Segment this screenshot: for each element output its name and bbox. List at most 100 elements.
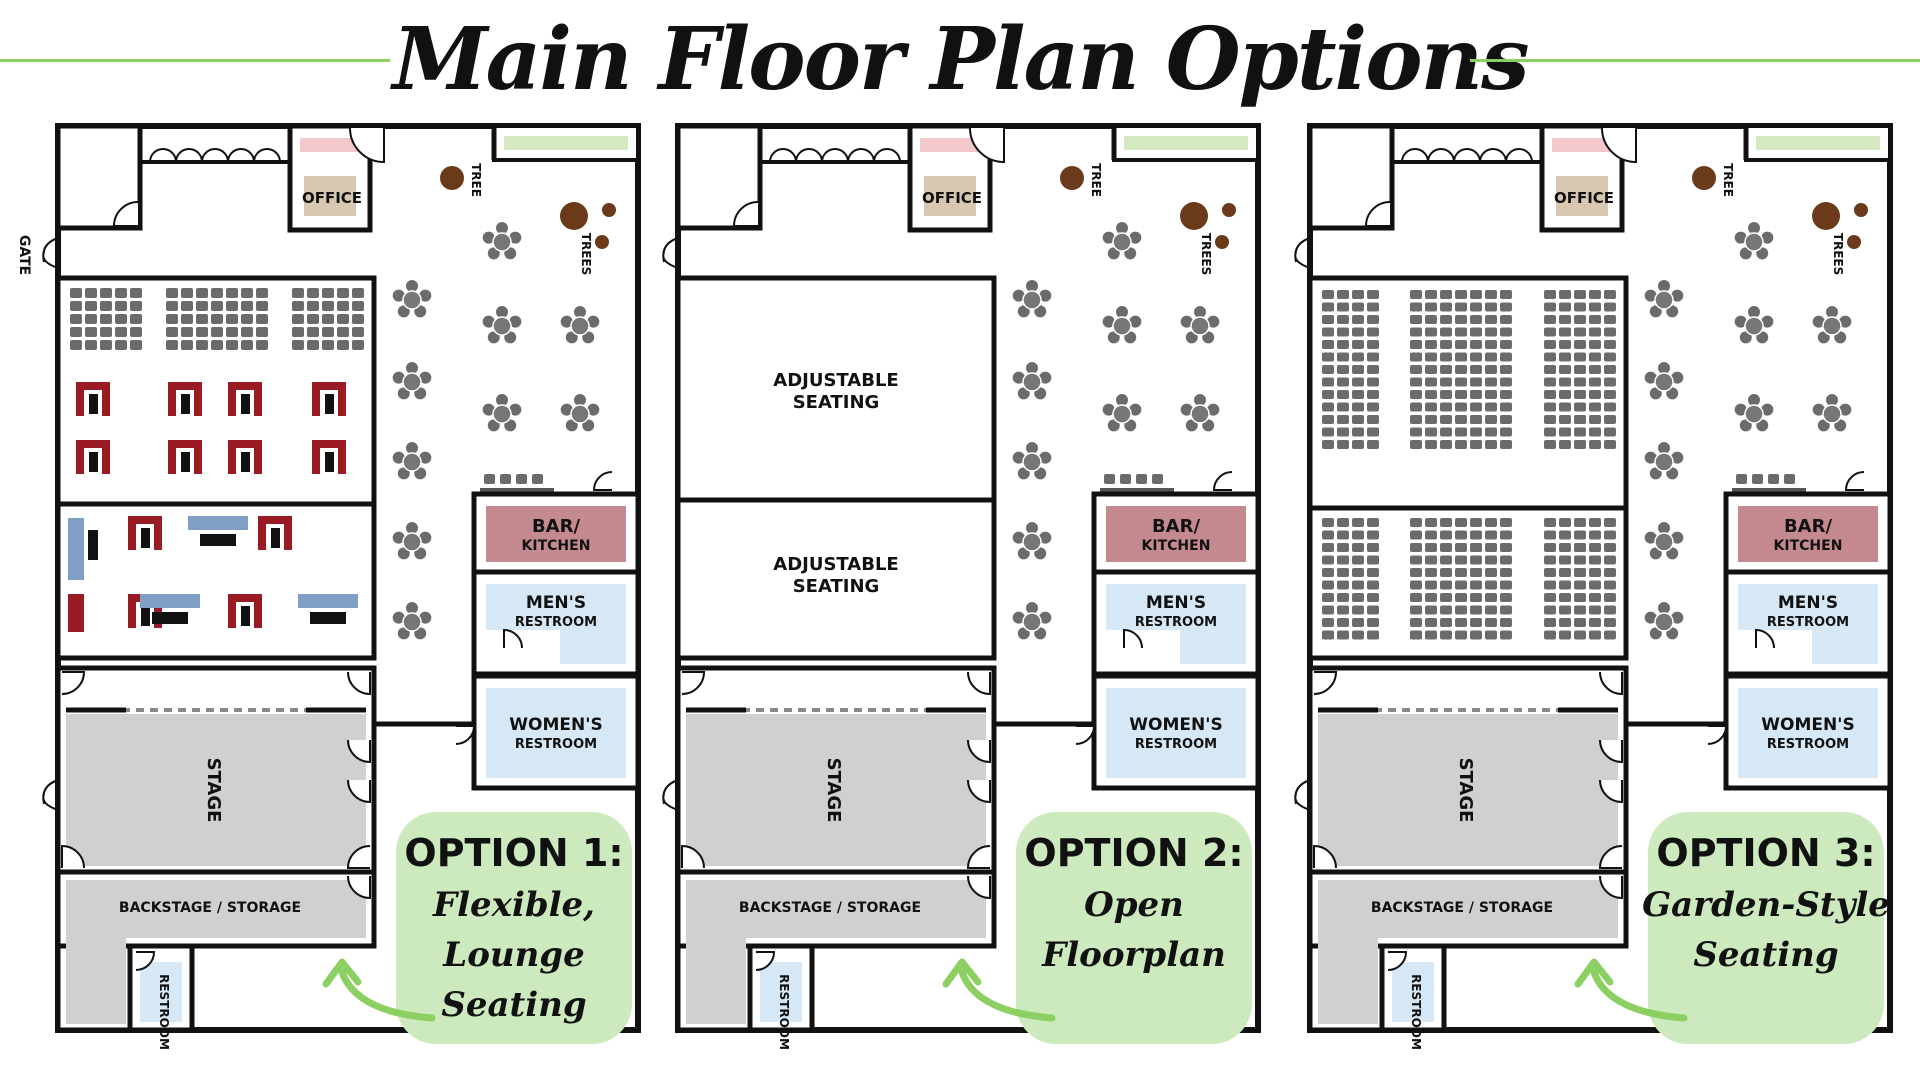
round-table	[1190, 316, 1210, 336]
chair	[1034, 305, 1047, 318]
chair	[1039, 371, 1052, 384]
seat	[1455, 340, 1467, 349]
seat	[1425, 440, 1437, 449]
door-swing	[1599, 875, 1623, 900]
chair	[487, 419, 500, 432]
seat	[1455, 327, 1467, 337]
womens-restroom-fill	[1106, 688, 1246, 778]
seat	[196, 340, 208, 350]
round-table-set	[1012, 522, 1052, 560]
seat	[256, 340, 268, 350]
seat	[241, 340, 253, 350]
sofa-arm	[102, 448, 110, 474]
seat	[1352, 340, 1364, 349]
seat	[1352, 402, 1364, 412]
chair	[1839, 403, 1852, 416]
coffee-table	[271, 528, 280, 548]
seat	[1367, 580, 1379, 590]
chair	[1734, 315, 1747, 328]
seat	[196, 301, 208, 311]
seat	[1500, 440, 1512, 449]
sofa-arm	[338, 448, 346, 474]
chair	[1116, 394, 1128, 406]
seat	[181, 288, 193, 298]
chair-block	[70, 288, 142, 350]
chair	[1734, 403, 1747, 416]
coffee-table	[152, 612, 188, 624]
bar-stool	[1768, 474, 1779, 484]
chair	[1202, 331, 1215, 344]
door-swing	[1387, 951, 1408, 971]
seat	[1410, 340, 1422, 349]
garden-seat-block	[1410, 290, 1512, 449]
option-subtitle: Lounge	[442, 935, 584, 975]
seat	[226, 314, 238, 324]
chair	[1129, 315, 1142, 328]
sofa-arm	[254, 390, 262, 416]
seat	[1367, 302, 1379, 312]
seat	[1589, 618, 1601, 627]
seat	[1425, 390, 1437, 399]
seat	[1322, 327, 1334, 337]
seat	[1559, 518, 1571, 527]
chair	[1671, 611, 1684, 624]
seat	[1470, 618, 1482, 627]
arrow-icon	[958, 968, 1056, 1022]
round-table	[402, 612, 422, 632]
door-swing	[1364, 201, 1391, 227]
sofa-back	[228, 440, 262, 448]
sofa-arm	[254, 448, 262, 474]
gate-door	[1294, 237, 1311, 269]
chair	[1817, 419, 1830, 432]
door-swing	[1599, 739, 1623, 764]
kitchen-label: KITCHEN	[1142, 538, 1211, 554]
seat	[1322, 518, 1334, 527]
chair	[1671, 371, 1684, 384]
bar-stool	[1752, 474, 1763, 484]
chair	[1644, 611, 1657, 624]
bar-kitchen-fill	[1738, 506, 1878, 562]
tree-label: TREE	[469, 163, 483, 197]
chair	[1180, 315, 1193, 328]
chair	[1666, 627, 1679, 640]
chair	[487, 331, 500, 344]
sofa-arm	[128, 524, 136, 550]
seat	[1352, 630, 1364, 640]
office-desk	[924, 176, 976, 216]
seat	[1440, 440, 1452, 449]
adjustable-seating-label: ADJUSTABLE	[773, 554, 898, 575]
round-table-set	[1734, 306, 1774, 344]
door-swing	[1599, 779, 1623, 804]
seat	[1322, 605, 1334, 615]
chair	[509, 403, 522, 416]
seat	[1500, 518, 1512, 527]
chair	[414, 305, 427, 318]
seat	[1470, 555, 1482, 565]
seat	[1574, 290, 1586, 299]
seat	[1559, 580, 1571, 590]
round-table	[1022, 532, 1042, 552]
window-arc	[847, 148, 875, 163]
door-swing	[966, 845, 991, 869]
round-table	[402, 290, 422, 310]
seat	[1352, 415, 1364, 424]
door-swing	[61, 671, 86, 695]
seat	[1410, 543, 1422, 552]
chair	[482, 231, 495, 244]
tree-icon	[1180, 202, 1208, 230]
seat	[115, 288, 127, 298]
chair	[1026, 280, 1038, 292]
chair	[509, 231, 522, 244]
bar-stool	[1152, 474, 1163, 484]
chair	[1644, 531, 1657, 544]
seat	[1500, 580, 1512, 590]
seat	[1500, 315, 1512, 324]
seat	[1500, 302, 1512, 312]
seat	[115, 340, 127, 350]
seat	[1574, 327, 1586, 337]
coffee-table	[325, 394, 334, 414]
seat	[166, 327, 178, 337]
seat	[1440, 315, 1452, 324]
seat	[1559, 302, 1571, 312]
seat	[1352, 440, 1364, 449]
